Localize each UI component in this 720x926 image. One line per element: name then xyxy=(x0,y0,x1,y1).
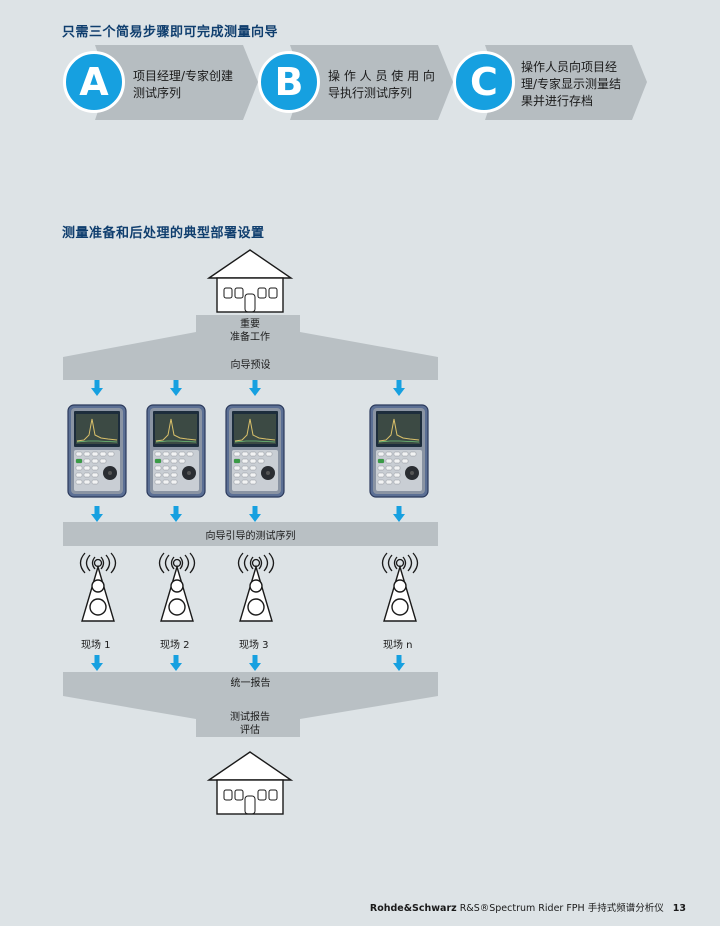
site-label-1: 现场 1 xyxy=(81,640,111,651)
step-a-text: 项目经理/专家创建 测试序列 xyxy=(133,69,234,100)
site-label-2: 现场 2 xyxy=(160,640,190,651)
analyzer-device-1 xyxy=(67,404,127,498)
step-b-chevron xyxy=(290,45,453,120)
footer-product: R&S®Spectrum Rider FPH 手持式频谱分析仪 xyxy=(459,903,664,914)
unified-report-label: 统一报告 xyxy=(230,678,271,689)
preparation-label: 重要 准备工作 xyxy=(230,319,270,343)
step-a-chevron xyxy=(95,45,258,120)
step-b-badge: B xyxy=(258,51,320,113)
wizard-preset-label: 向导预设 xyxy=(230,360,271,371)
step-a-badge: A xyxy=(63,51,125,113)
steps-chevrons xyxy=(95,45,647,120)
guided-sequence-label: 向导引导的测试序列 xyxy=(205,531,296,542)
antenna-tower-icon-n xyxy=(381,552,419,622)
section-title-steps: 只需三个简易步骤即可完成测量向导 xyxy=(62,25,279,40)
guided-sequence-bar xyxy=(63,522,438,546)
step-b-text: 操 作 人 员 使 用 向 导执行测试序列 xyxy=(328,69,435,100)
analyzer-device-2 xyxy=(146,404,206,498)
site-label-n: 现场 n xyxy=(383,640,413,651)
deployment-diagram xyxy=(63,249,438,815)
footer-brand: Rohde&Schwarz xyxy=(369,903,457,914)
antenna-tower-icon-1 xyxy=(79,552,117,622)
evaluation-label: 测试报告 评估 xyxy=(230,712,270,736)
step-c-chevron xyxy=(485,45,647,120)
step-c-text: 操作人员向项目经 理/专家显示测量结 果并进行存档 xyxy=(521,60,622,108)
home-office-icon xyxy=(208,249,292,313)
site-label-3: 现场 3 xyxy=(239,640,269,651)
analyzer-device-3 xyxy=(225,404,285,498)
analyzer-device-n xyxy=(369,404,429,498)
antenna-tower-icon-3 xyxy=(237,552,275,622)
section-title-deployment: 测量准备和后处理的典型部署设置 xyxy=(62,226,265,241)
step-c-badge: C xyxy=(453,51,515,113)
page-number: 13 xyxy=(672,903,686,914)
preparation-funnel xyxy=(63,315,438,380)
report-funnel xyxy=(63,672,438,737)
antenna-tower-icon-2 xyxy=(158,552,196,622)
page-footer: Rohde&Schwarz R&S®Spectrum Rider FPH 手持式… xyxy=(370,900,686,914)
evaluation-office-icon xyxy=(208,751,292,815)
